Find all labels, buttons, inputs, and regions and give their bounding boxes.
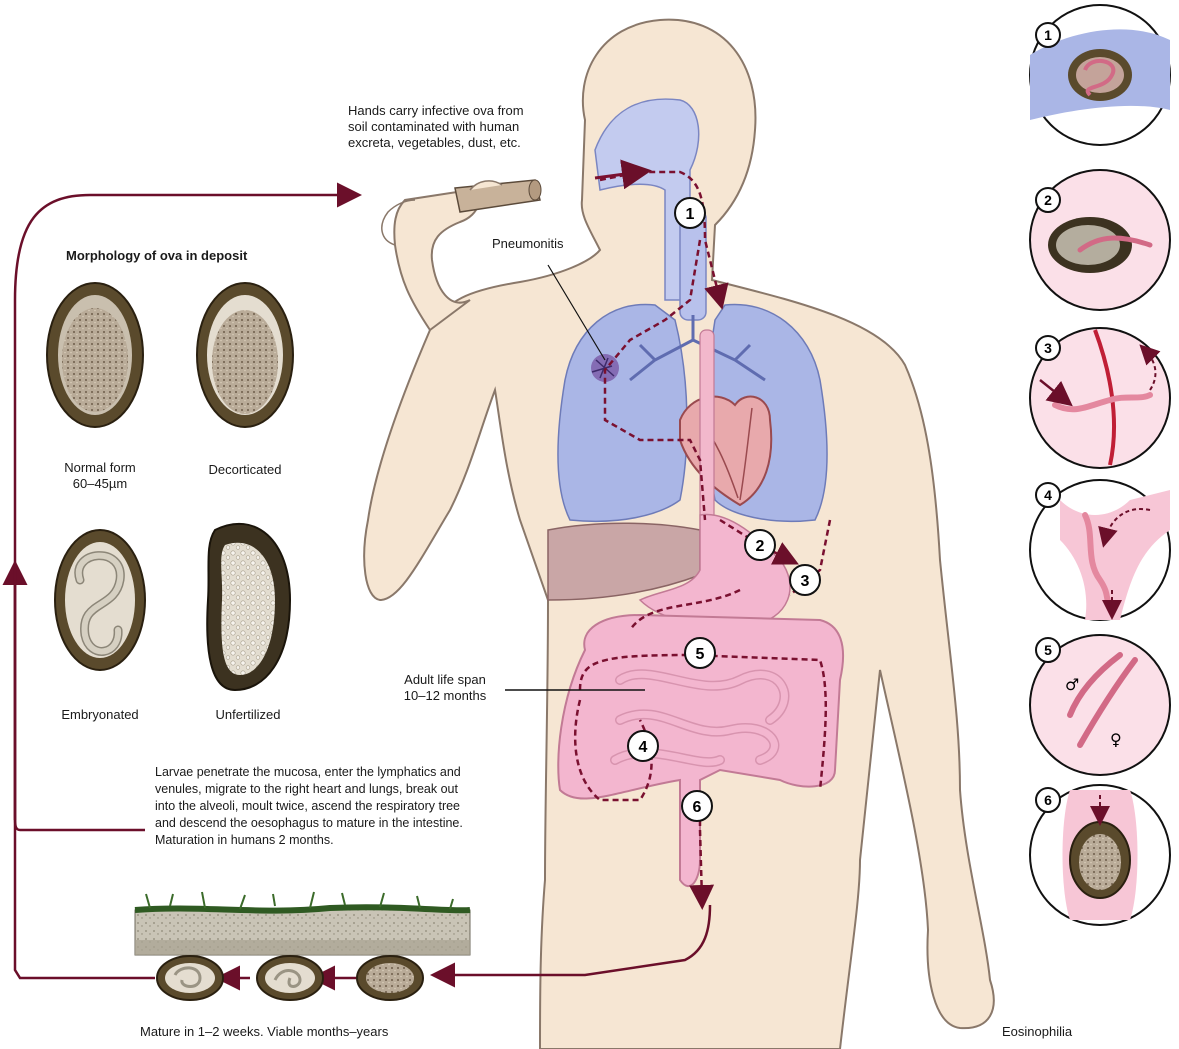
larvae-migration-text: Larvae penetrate the mucosa, enter the l… xyxy=(155,764,463,849)
ovum-normal-form-label-line-2: 60–45µm xyxy=(50,476,150,492)
male-symbol: ♂ xyxy=(1065,675,1079,694)
svg-text:6: 6 xyxy=(693,799,702,816)
ovum-decorticated-label-line-1: Decorticated xyxy=(195,462,295,478)
adult-life-span-line-1: Adult life span xyxy=(385,672,505,688)
ovum-decorticated xyxy=(197,283,293,427)
ovum-normal-form-label: Normal form 60–45µm xyxy=(50,460,150,492)
larvae-text-line-5: Maturation in humans 2 months. xyxy=(155,832,463,849)
soil-caption: Mature in 1–2 weeks. Viable months–years xyxy=(140,1024,388,1040)
stage-marker-5: 5 xyxy=(685,638,715,668)
hands-caption-line-1: Hands carry infective ova from xyxy=(348,103,524,119)
stage-marker-2: 2 xyxy=(745,530,775,560)
ovum-unfertilized-label: Unfertilized xyxy=(198,707,298,723)
ovum-embryonated-label: Embryonated xyxy=(50,707,150,723)
ovum-embryonated-label-line-1: Embryonated xyxy=(50,707,150,723)
larvae-text-line-3: into the alveoli, moult twice, ascend th… xyxy=(155,798,463,815)
morphology-title: Morphology of ova in deposit xyxy=(66,248,247,264)
svg-text:2: 2 xyxy=(1044,192,1052,208)
larvae-text-line-1: Larvae penetrate the mucosa, enter the l… xyxy=(155,764,463,781)
inset-3-larva-penetrating-mucosa: 3 xyxy=(1030,328,1170,468)
svg-text:1: 1 xyxy=(686,206,695,223)
contaminated-food-bar xyxy=(455,180,541,212)
inset-1-larva-in-egg-in-vessel: 1 xyxy=(1030,5,1170,145)
inset-6-egg-passed-in-feces: 6 xyxy=(1030,785,1170,925)
stage-marker-4: 4 xyxy=(628,731,658,761)
soil-egg-developing xyxy=(257,956,323,1000)
inset-2-larva-hatching: 2 xyxy=(1030,170,1170,310)
soil-cross-section xyxy=(135,892,470,955)
larvae-text-line-2: venules, migrate to the right heart and … xyxy=(155,781,463,798)
ovum-normal-form xyxy=(47,283,143,427)
svg-text:5: 5 xyxy=(696,646,705,663)
svg-text:5: 5 xyxy=(1044,642,1052,658)
eosinophilia-label: Eosinophilia xyxy=(1002,1024,1072,1040)
ovum-decorticated-label: Decorticated xyxy=(195,462,295,478)
inset-4-larva-in-intestine: 4 xyxy=(1030,480,1170,620)
adult-life-span-label: Adult life span 10–12 months xyxy=(385,672,505,704)
svg-text:1: 1 xyxy=(1044,27,1052,43)
soil-egg-embryonated xyxy=(157,956,223,1000)
hands-caption-line-2: soil contaminated with human xyxy=(348,119,524,135)
hands-caption: Hands carry infective ova from soil cont… xyxy=(348,103,524,151)
inset-5-adult-worms: ♂ ♀ 5 xyxy=(1030,635,1170,775)
stage-marker-3: 3 xyxy=(790,565,820,595)
ovum-embryonated xyxy=(55,530,145,670)
stage-marker-1: 1 xyxy=(675,198,705,228)
svg-text:2: 2 xyxy=(756,538,765,555)
female-symbol: ♀ xyxy=(1110,730,1122,749)
ovum-unfertilized-label-line-1: Unfertilized xyxy=(198,707,298,723)
larvae-text-line-4: and descend the oesophagus to mature in … xyxy=(155,815,463,832)
ovum-unfertilized xyxy=(207,524,290,690)
svg-text:3: 3 xyxy=(1044,340,1052,356)
hands-caption-line-3: excreta, vegetables, dust, etc. xyxy=(348,135,524,151)
pneumonitis-label: Pneumonitis xyxy=(492,236,564,252)
ovum-normal-form-label-line-1: Normal form xyxy=(50,460,150,476)
svg-text:4: 4 xyxy=(1044,487,1052,503)
svg-text:6: 6 xyxy=(1044,792,1052,808)
svg-text:3: 3 xyxy=(801,573,810,590)
soil-egg-fresh xyxy=(357,956,423,1000)
adult-life-span-line-2: 10–12 months xyxy=(385,688,505,704)
oesophagus xyxy=(700,330,714,520)
stage-marker-6: 6 xyxy=(682,791,712,821)
svg-text:4: 4 xyxy=(639,739,648,756)
